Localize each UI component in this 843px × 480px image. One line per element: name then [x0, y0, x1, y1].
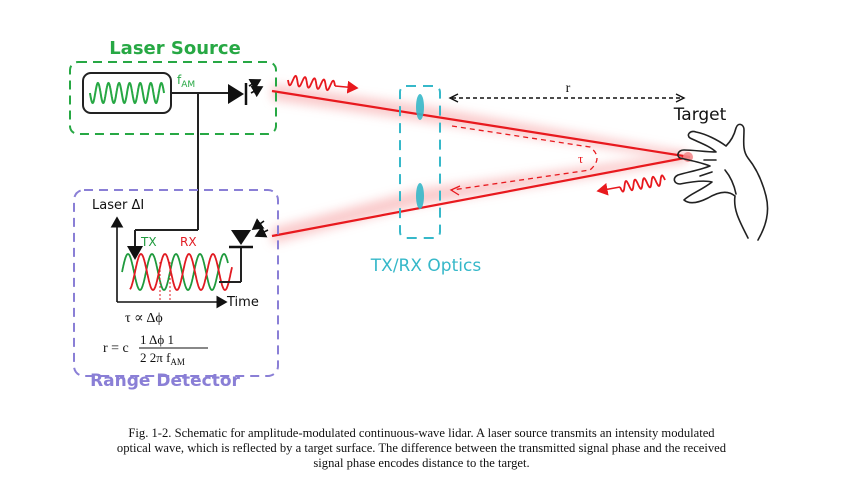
outgoing-beam-glow: [272, 84, 686, 160]
modulation-wave: [89, 81, 165, 105]
tx-rx-optics: TX/RX Optics: [370, 85, 482, 276]
tau-label: τ: [578, 151, 583, 166]
return-signal-wave: [596, 174, 666, 196]
optics-label: TX/RX Optics: [370, 256, 482, 276]
fam-label: fAM: [177, 73, 195, 90]
range-indicator: r: [448, 81, 686, 103]
tx-waveform: [121, 253, 229, 291]
tau-relation: τ ∝ Δϕ: [125, 311, 163, 326]
range-detector-label: Range Detector: [90, 371, 240, 391]
laser-source-block: Laser Source fAM: [69, 38, 277, 230]
target: Target: [673, 105, 769, 241]
return-beam: [271, 155, 691, 238]
range-eq-lhs: r = c: [103, 341, 129, 356]
laser-delta-i-label: Laser ΔI: [92, 198, 144, 213]
figure-caption: Fig. 1-2. Schematic for amplitude-modula…: [40, 426, 803, 471]
rx-waveform: [129, 253, 233, 291]
caption-line-1: Fig. 1-2. Schematic for amplitude-modula…: [128, 426, 715, 440]
range-eq-den: 2 2π fAM: [140, 350, 185, 367]
tau-indicator: τ: [449, 125, 598, 196]
range-eq-num: 1 Δϕ 1: [140, 332, 174, 347]
tx-label: TX: [140, 235, 157, 249]
laser-diode-icon: [228, 78, 264, 105]
rx-lens: [416, 183, 424, 209]
time-label: Time: [226, 295, 259, 310]
target-label: Target: [673, 105, 727, 125]
range-detector-frame: [73, 189, 279, 377]
return-beam-glow: [272, 153, 686, 244]
outgoing-beam: [271, 89, 691, 159]
laser-source-frame: [69, 61, 277, 135]
rx-label: RX: [180, 235, 197, 249]
photodiode-icon: [229, 218, 269, 249]
r-label: r: [566, 81, 571, 96]
laser-beams: [271, 84, 691, 244]
range-detector-block: Range Detector Laser ΔI Time TX RX τ ∝ Δ…: [73, 189, 279, 391]
hand-icon: [673, 123, 769, 241]
laser-source-label: Laser Source: [109, 38, 241, 59]
caption-line-2: optical wave, which is reflected by a ta…: [116, 441, 727, 455]
caption-line-3: signal phase encodes distance to the tar…: [313, 456, 530, 470]
tx-lens: [416, 94, 424, 120]
optics-frame: [399, 85, 441, 239]
outgoing-signal-wave: [287, 74, 359, 94]
